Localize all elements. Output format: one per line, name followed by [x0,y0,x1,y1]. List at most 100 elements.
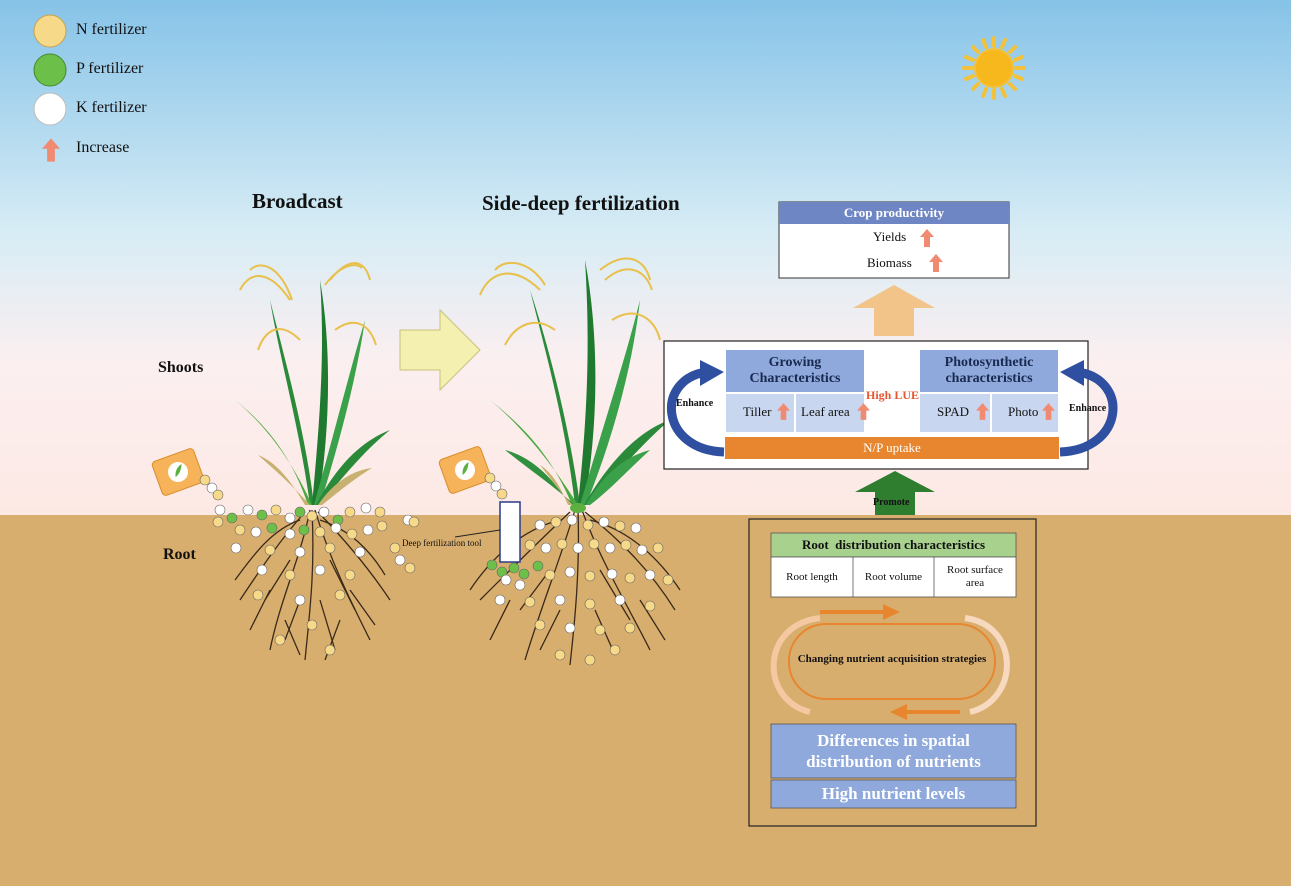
growing-header [726,350,864,392]
granule-k [294,546,306,558]
granule-k [360,502,372,514]
strategy-arc-left [770,615,821,715]
legend-label-increase: Increase [76,139,130,156]
enhance-right-arrow-icon [1059,367,1118,457]
granule-p [294,506,306,518]
promote-label: Promote [873,497,910,508]
granule-n [270,504,282,516]
granule-k [606,568,618,580]
legend-label-k: K fertilizer [76,99,147,116]
granule-n [582,519,594,531]
strategy-arc-right [964,615,1010,715]
granule-k [540,542,552,554]
photo-title: Photosynthetic characteristics [944,355,1034,386]
fertilizer-granules [199,472,674,666]
granule-k [554,594,566,606]
broadcast-leaves [235,280,390,505]
np-uptake-bar [725,437,1059,459]
granule-n [652,542,664,554]
granule-k [564,566,576,578]
crop-productivity-header [779,202,1009,224]
granule-k [644,569,656,581]
yields-label: Yields [873,229,907,244]
granule-n [620,539,632,551]
enhance-left-arrow-icon [667,367,725,457]
tool-label: Deep fertilization tool [402,538,482,548]
granule-n [404,562,416,574]
granule-n [324,644,336,656]
granule-n [524,539,536,551]
deep-fertilization-tool-icon [499,501,521,563]
granule-p [518,568,530,580]
granule-k [564,622,576,634]
granule-n [594,624,606,636]
levels-label: High nutrient levels [821,784,966,803]
granule-k [318,506,330,518]
granule-n [324,542,336,554]
legend-label-p: P fertilizer [76,60,144,77]
tiller-label: Tiller [743,404,772,419]
granule-n [556,538,568,550]
side-deep-leaves [490,260,670,513]
granule-k [514,579,526,591]
root-cells-row [770,556,1017,598]
granule-k [242,504,254,516]
granule-n [306,510,318,522]
granule-k [314,564,326,576]
granule-n [584,654,596,666]
broadcast-title: Broadcast [252,189,343,213]
granule-n [584,570,596,582]
broadcast-plant [234,262,391,661]
granule-k [630,522,642,534]
granule-p [226,512,238,524]
granule-n [306,619,318,631]
legend-p-swatch [33,53,67,87]
photo-header [920,350,1058,392]
leaf-area-cell [796,394,864,432]
granule-n [264,544,276,556]
root-header-title: Root distribution characteristics [801,537,986,552]
granule-n [534,619,546,631]
crop-productivity-title: Crop productivity [843,205,945,220]
granule-k [230,542,242,554]
granule-n [644,600,656,612]
fertilizer-bag-right-icon [438,446,492,494]
biomass-label: Biomass [867,255,912,270]
granule-k [614,594,626,606]
granule-p [256,509,268,521]
granule-p [298,524,310,536]
enhance-left-arrowhead-icon [700,360,724,386]
root-surface-cell: Root surface area [947,564,1003,589]
granule-k [206,482,218,494]
photo-label: Photo [1008,404,1039,419]
granule-k [250,526,262,538]
legend-label-n: N fertilizer [76,21,147,38]
granule-n [389,542,401,554]
legend-k-swatch [33,92,67,126]
strategy-cycle-loop [788,623,996,700]
strategy-top-arrowhead-icon [883,604,900,620]
strategy-label: Changing nutrient acquisition strategies [797,653,987,665]
granule-k [284,512,296,524]
granule-n [314,526,326,538]
granule-n [346,528,358,540]
granule-n [284,569,296,581]
granule-k [284,528,296,540]
granule-n [234,524,246,536]
granule-n [344,506,356,518]
granule-n [212,516,224,528]
granule-n [496,488,508,500]
granule-p [486,559,498,571]
np-uptake-label: N/P uptake [863,440,921,455]
granule-k [500,574,512,586]
legend-n-swatch [33,14,67,48]
granule-n [252,589,264,601]
root-label: Root [163,546,196,563]
strategy-bottom-arrowhead-icon [890,704,907,720]
side-deep-title: Side-deep fertilization [482,191,680,215]
sun-icon [962,36,1026,100]
levels-box [770,779,1017,809]
granule-n [588,538,600,550]
tool-pointer-line [454,529,501,538]
